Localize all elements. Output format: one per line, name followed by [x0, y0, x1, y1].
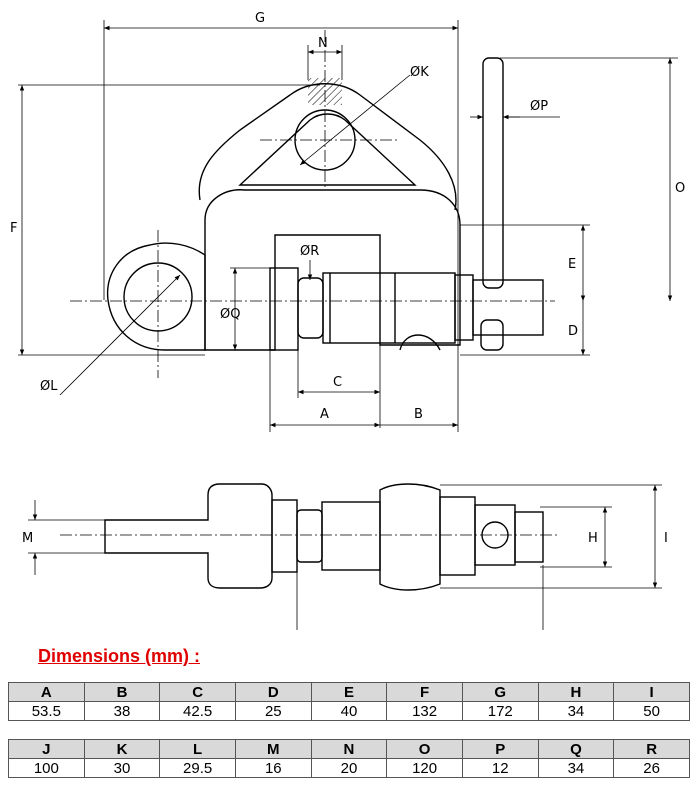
table-cell: 26: [613, 758, 690, 778]
table-header-cell: J: [8, 739, 85, 759]
label-q: ØQ: [220, 307, 240, 322]
table-header-cell: Q: [537, 739, 615, 759]
label-k: ØK: [410, 65, 429, 80]
dimensions-table-1: A B C D E F G H I 53.5 38 42.5 25 40 132…: [8, 682, 690, 721]
table-header-cell: I: [613, 682, 690, 702]
label-p: ØP: [530, 99, 548, 114]
table-header-row: A B C D E F G H I: [8, 682, 690, 702]
table-cell: 53.5: [8, 701, 85, 721]
table-cell: 34: [537, 758, 615, 778]
dimension-lines: [18, 20, 678, 432]
table-header-row: J K L M N O P Q R: [8, 739, 690, 759]
label-r: ØR: [300, 244, 319, 259]
label-o: O: [675, 181, 685, 196]
table-header-cell: K: [83, 739, 161, 759]
table-header-cell: E: [310, 682, 388, 702]
table-header-cell: H: [537, 682, 615, 702]
table-header-cell: C: [159, 682, 236, 702]
table-cell: 42.5: [159, 701, 236, 721]
table-cell: 12: [461, 758, 539, 778]
table-header-cell: L: [159, 739, 236, 759]
label-a: A: [320, 407, 329, 422]
label-n: N: [318, 36, 328, 51]
technical-drawing: G N ØK ØP O F E ØR ØQ D ØL C A B M H I J: [10, 11, 685, 630]
table-header-cell: O: [386, 739, 463, 759]
table-header-cell: B: [83, 682, 161, 702]
label-h: H: [588, 531, 598, 546]
dimensions-table-2: J K L M N O P Q R 100 30 29.5 16 20 120 …: [8, 739, 690, 778]
table-header-cell: D: [234, 682, 312, 702]
label-e: E: [568, 257, 576, 272]
dimension-labels: G N ØK ØP O F E ØR ØQ D ØL C A B M H I J: [10, 11, 685, 546]
table-row: 53.5 38 42.5 25 40 132 172 34 50: [8, 701, 690, 721]
table-header-cell: N: [310, 739, 388, 759]
table-cell: 120: [386, 758, 463, 778]
table-cell: 34: [537, 701, 615, 721]
table-cell: 100: [8, 758, 85, 778]
table-header-cell: P: [461, 739, 539, 759]
table-cell: 29.5: [159, 758, 236, 778]
center-lines: [60, 30, 560, 536]
table-cell: 132: [386, 701, 463, 721]
label-c: C: [333, 375, 342, 390]
top-view: [106, 57, 544, 351]
table-row: 100 30 29.5 16 20 120 12 34 26: [8, 758, 690, 778]
label-d: D: [568, 324, 578, 339]
table-cell: 30: [83, 758, 161, 778]
table-cell: 38: [83, 701, 161, 721]
label-l: ØL: [40, 379, 58, 394]
table-cell: 16: [234, 758, 312, 778]
table-header-cell: F: [386, 682, 463, 702]
label-b: B: [414, 407, 423, 422]
label-m: M: [22, 531, 33, 546]
table-header-cell: M: [234, 739, 312, 759]
side-dimension-lines: [28, 484, 662, 630]
table-header-cell: G: [461, 682, 539, 702]
table-cell: 172: [461, 701, 539, 721]
side-view: [104, 483, 544, 591]
table-header-cell: R: [613, 739, 690, 759]
table-header-cell: A: [8, 682, 85, 702]
table-cell: 20: [310, 758, 388, 778]
dimensions-title: Dimensions (mm) :: [38, 646, 201, 666]
label-i: I: [664, 531, 668, 546]
table-cell: 25: [234, 701, 312, 721]
table-cell: 40: [310, 701, 388, 721]
table-cell: 50: [613, 701, 690, 721]
label-f: F: [10, 221, 17, 236]
label-g: G: [255, 11, 265, 26]
